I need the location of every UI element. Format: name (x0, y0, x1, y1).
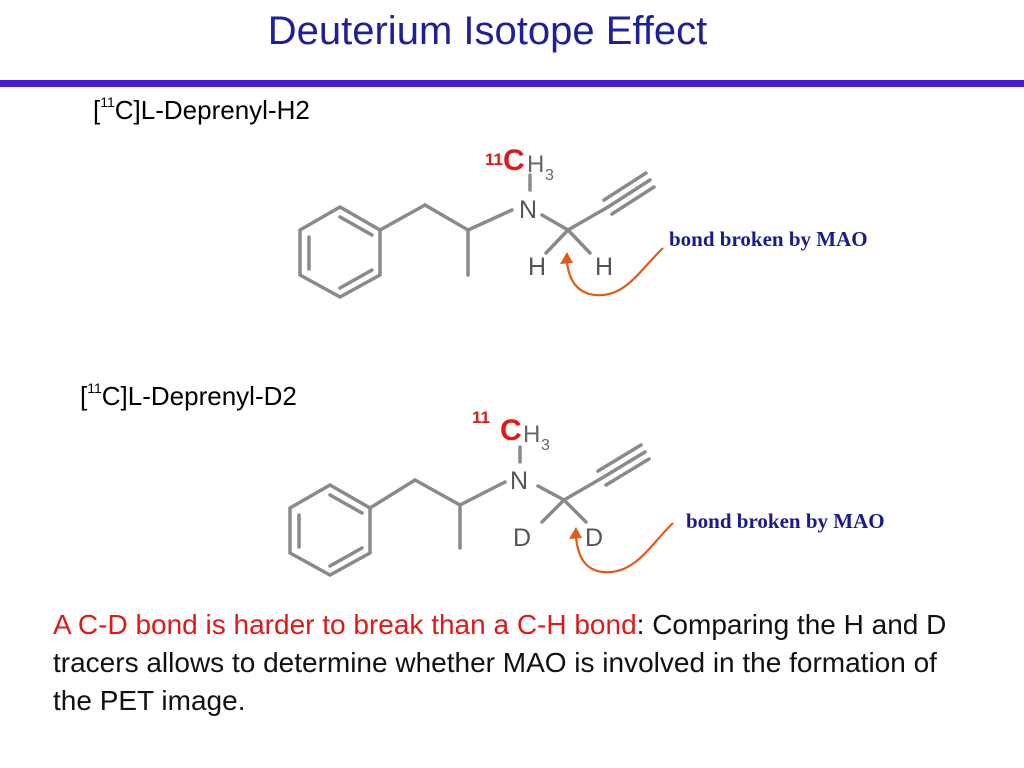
molecule2-right-atom: D (585, 524, 603, 552)
molecule1-n-bond (466, 208, 514, 232)
molecule1-right-atom: H (595, 253, 613, 281)
molecule2-isotope-carbon: C (500, 414, 522, 447)
molecule2-methyl-subscript: 3 (541, 437, 550, 454)
molecule2-label-bracket: [ (80, 381, 88, 411)
molecule1-methyl-h: H (527, 151, 544, 178)
explanation-body: : Comparing the H and D tracers allows t… (53, 609, 947, 716)
molecule1-triple-bond (606, 178, 652, 209)
molecule1-triple-bond (610, 185, 656, 216)
molecule2-ring-double-bond (328, 493, 364, 515)
molecule1-left-atom: H (528, 253, 546, 281)
molecule1-nitrogen: N (519, 196, 537, 224)
molecule2-label-name: C]L-Deprenyl-D2 (101, 381, 297, 411)
molecule2-propargyl-bond (562, 476, 604, 502)
molecule2-benzene-ring (288, 482, 372, 577)
molecule1-label-isotope: 11 (100, 94, 115, 111)
title-divider (0, 80, 1024, 87)
molecule2-nitrogen: N (510, 467, 528, 495)
molecule1-arrowhead (560, 252, 573, 264)
molecule1-ring-double-bond (338, 215, 374, 237)
molecule2-n-bond (458, 480, 507, 507)
molecule1-isotope-mass: 11 (485, 150, 503, 169)
molecule2-cd-right-bond (562, 498, 588, 524)
molecule1-triple-bond (602, 171, 648, 202)
molecule1-ch-left-bond (544, 228, 570, 255)
molecule1-arrow (560, 247, 664, 297)
molecule2-isotope-mass: 11 (472, 408, 490, 427)
molecule1-methyl-subscript: 3 (545, 167, 554, 184)
slide-title: Deuterium Isotope Effect (267, 9, 708, 53)
molecule1-label-bracket: [ (93, 95, 101, 125)
molecule1-propargyl-bond (566, 205, 610, 232)
molecule2-arrow (569, 522, 674, 574)
molecule2-structure: 11 C H 3 N D D (288, 408, 651, 577)
molecule2-label: [11C]L-Deprenyl-D2 (80, 381, 297, 411)
molecule2-triple-bond (600, 450, 647, 480)
molecule2-methyl-h: H (523, 421, 540, 448)
molecule1-bond (378, 203, 427, 232)
molecule2-ring-double-bond (328, 546, 364, 568)
molecule2-left-atom: D (513, 524, 531, 552)
molecule2-cd-left-bond (540, 498, 566, 524)
molecule2-bond (413, 478, 462, 507)
molecule2-label-isotope: 11 (87, 380, 102, 397)
molecule2-arrowhead (569, 527, 582, 539)
molecule2-n-cd2-bond (536, 484, 566, 502)
molecule1-structure: 11 C H 3 N H H (298, 144, 656, 299)
molecule1-ch-right-bond (566, 228, 592, 255)
explanation-highlight: A C-D bond is harder to break than a C-H… (53, 609, 637, 640)
molecule1-bond (423, 203, 470, 232)
molecule1-isotope-carbon: C (503, 144, 525, 177)
molecule1-benzene-ring (298, 204, 382, 299)
molecule2-triple-bond (604, 457, 651, 487)
molecule2-bond (368, 478, 417, 510)
molecule1-label-name: C]L-Deprenyl-H2 (114, 95, 310, 125)
molecule1-annotation: bond broken by MAO (669, 227, 868, 251)
molecule2-annotation: bond broken by MAO (686, 509, 885, 533)
molecule1-n-ch2-bond (540, 213, 570, 232)
molecule2-triple-bond (596, 443, 643, 473)
explanation-text: A C-D bond is harder to break than a C-H… (53, 606, 983, 720)
molecule1-ring-double-bond (338, 268, 374, 290)
molecule1-label: [11C]L-Deprenyl-H2 (93, 95, 310, 125)
